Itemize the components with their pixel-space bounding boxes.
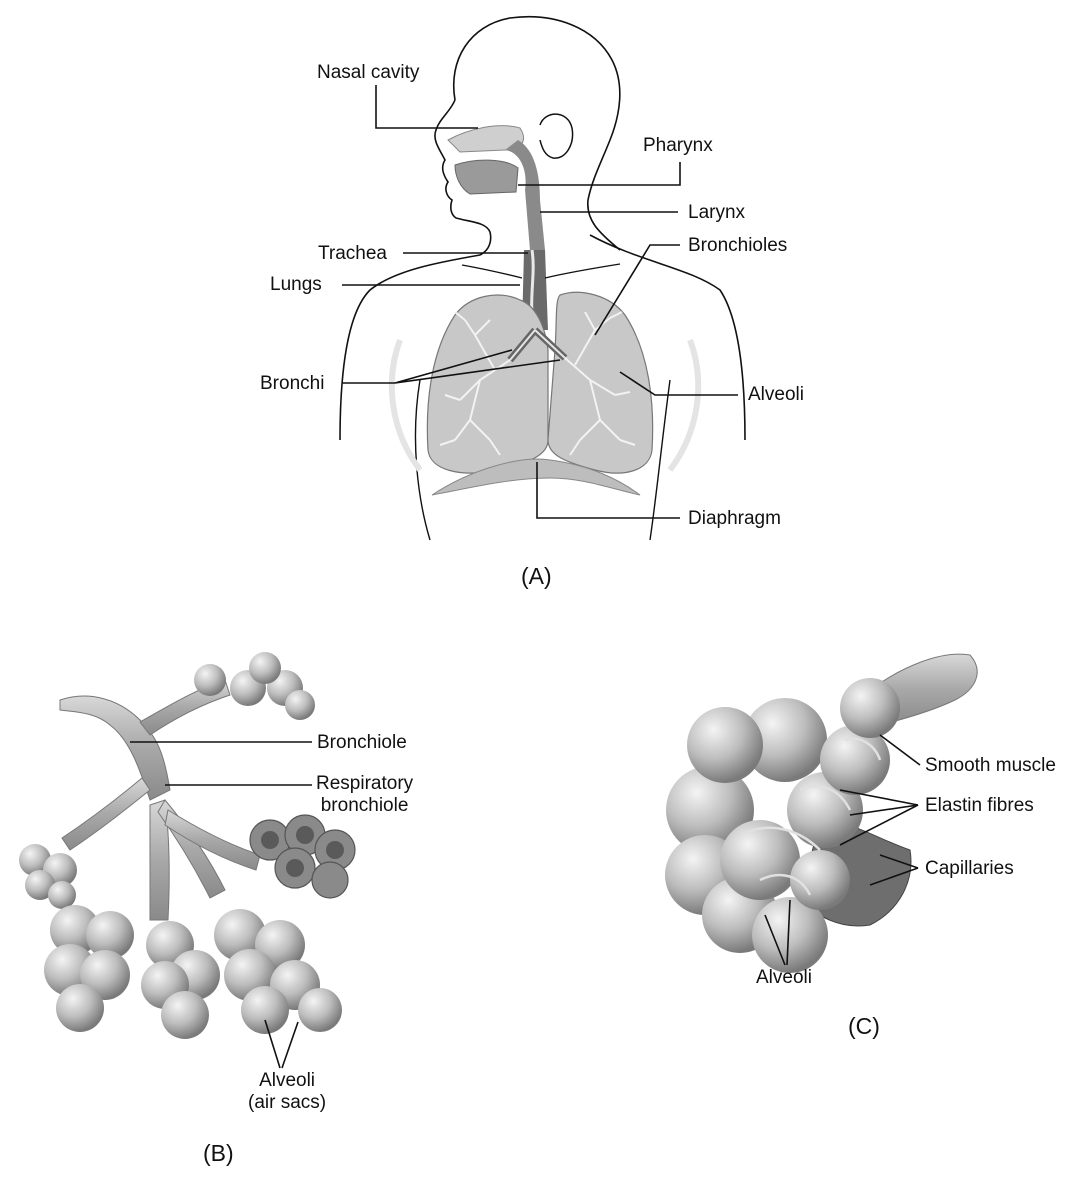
label-alveoli-b-line2: (air sacs) <box>248 1092 326 1114</box>
pharynx-tube <box>505 140 545 250</box>
label-pharynx: Pharynx <box>643 135 713 157</box>
alveoli-cluster-bottom-left <box>44 905 134 1032</box>
alveoli-cluster-top <box>194 652 315 720</box>
left-branch <box>62 778 150 850</box>
label-elastin-fibres: Elastin fibres <box>925 795 1034 817</box>
alveolar-spheres <box>665 678 900 973</box>
label-bronchioles: Bronchioles <box>688 235 787 257</box>
label-respiratory-bronchiole: Respiratory bronchiole <box>316 773 413 817</box>
label-alveoli-b-line1: Alveoli <box>248 1070 326 1092</box>
arm-right <box>650 380 670 540</box>
label-lungs: Lungs <box>270 274 322 296</box>
label-nasal-cavity: Nasal cavity <box>317 62 419 84</box>
label-smooth-muscle: Smooth muscle <box>925 755 1056 777</box>
alveoli-cluster-bottom-right <box>214 909 342 1034</box>
label-capillaries: Capillaries <box>925 858 1014 880</box>
mouth-shape <box>455 160 518 194</box>
label-respiratory-bronchiole-line2: bronchiole <box>316 795 413 817</box>
alveoli-cluster-cutaway <box>250 815 355 898</box>
caption-a: (A) <box>521 563 552 590</box>
label-bronchi: Bronchi <box>260 373 324 395</box>
label-alveoli-air-sacs: Alveoli (air sacs) <box>248 1070 326 1114</box>
label-diaphragm: Diaphragm <box>688 508 781 530</box>
ear <box>540 114 573 158</box>
alveoli-cluster-bottom-middle <box>141 921 220 1039</box>
clavicle-left <box>462 265 522 278</box>
caption-c: (C) <box>848 1013 880 1040</box>
clavicle-right <box>545 264 620 278</box>
label-respiratory-bronchiole-line1: Respiratory <box>316 773 413 795</box>
panel-b-illustration <box>19 652 355 1039</box>
bronchiole-trunk <box>60 696 170 800</box>
label-alveoli-c: Alveoli <box>756 967 812 989</box>
label-trachea: Trachea <box>318 243 387 265</box>
caption-b: (B) <box>203 1140 234 1167</box>
label-bronchiole: Bronchiole <box>317 732 407 754</box>
label-larynx: Larynx <box>688 202 745 224</box>
leader-nasal-cavity <box>376 85 478 128</box>
label-alveoli-a: Alveoli <box>748 384 804 406</box>
panel-a-illustration <box>340 17 745 540</box>
alveoli-cluster-left <box>19 844 77 909</box>
rib-shading-right <box>670 340 698 470</box>
